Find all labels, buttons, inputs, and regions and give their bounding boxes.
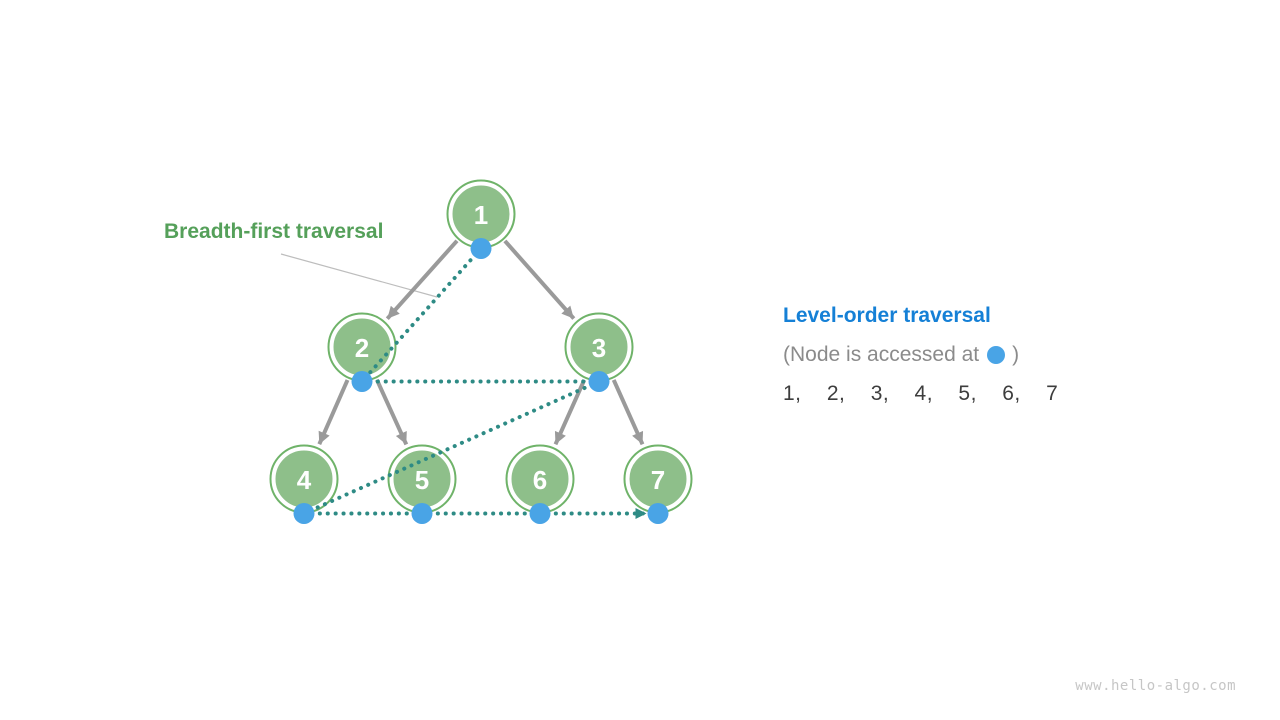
tree-node-4: 4 <box>269 444 339 514</box>
node-value: 4 <box>297 465 312 495</box>
node-value: 2 <box>355 333 369 363</box>
traversal-path <box>302 246 649 519</box>
traversal-path-segment-3 <box>302 379 601 516</box>
access-dot-node-4 <box>293 503 315 524</box>
access-dot-node-3 <box>588 371 610 392</box>
traversal-sequence: 1, 2, 3, 4, 5, 6, 7 <box>783 382 1059 405</box>
access-dot-node-5 <box>411 503 433 524</box>
access-dots <box>293 238 669 524</box>
access-dot-node-1 <box>470 238 492 259</box>
tree-edge-3-6 <box>553 379 587 446</box>
tree-edges <box>317 239 645 446</box>
tree-node-3: 3 <box>564 312 634 382</box>
traversal-path-segment-1 <box>360 246 483 384</box>
access-note: (Node is accessed at) <box>783 343 1058 367</box>
node-value: 7 <box>651 465 665 495</box>
level-order-title: Level-order traversal <box>783 304 991 327</box>
breadth-first-traversal-label: Breadth-first traversal <box>164 220 384 243</box>
tree-node-5: 5 <box>387 444 457 514</box>
tree-edge-2-5 <box>375 378 409 446</box>
level-order-panel: Level-order traversal (Node is accessed … <box>783 304 1058 406</box>
tree-node-7: 7 <box>623 444 693 514</box>
tree-edge-1-2 <box>385 239 459 321</box>
access-dot-legend-icon <box>987 346 1006 364</box>
access-dot-node-6 <box>529 503 551 524</box>
tree-edge-1-3 <box>503 239 576 320</box>
node-value: 1 <box>474 200 488 230</box>
node-value: 3 <box>592 333 606 363</box>
tree-node-1: 1 <box>446 179 516 249</box>
watermark: www.hello-algo.com <box>1075 678 1236 694</box>
tree-edge-3-7 <box>611 379 645 446</box>
access-note-suffix: ) <box>1012 343 1020 366</box>
access-dot-node-7 <box>647 503 669 524</box>
node-value: 5 <box>415 465 429 495</box>
tree-edge-2-4 <box>317 379 350 446</box>
tree-node-2: 2 <box>327 312 397 382</box>
access-note-prefix: (Node is accessed at <box>783 343 980 366</box>
access-dot-node-2 <box>351 371 373 392</box>
node-value: 6 <box>533 465 547 495</box>
tree-node-6: 6 <box>505 444 575 514</box>
